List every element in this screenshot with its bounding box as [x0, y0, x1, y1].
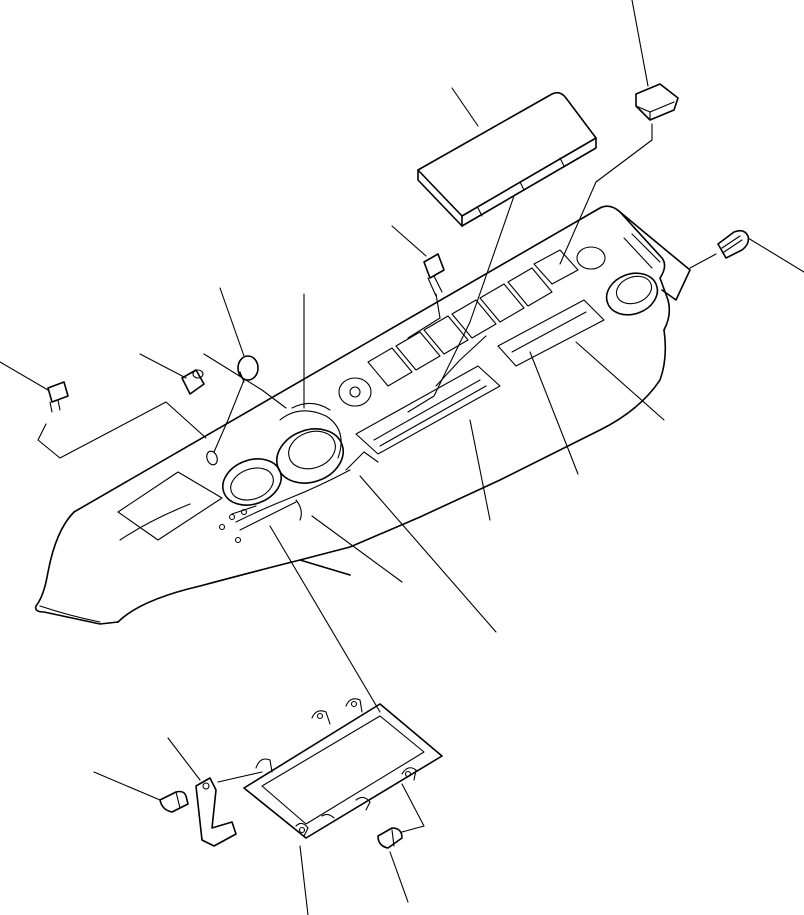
cover-panel: [417, 91, 597, 227]
bolt-bottom-mid: [377, 827, 403, 849]
bolt-top-center: [423, 253, 445, 297]
end-cap: [635, 83, 679, 121]
bolt-mid-left: [181, 369, 205, 395]
bolt-bottom-left: [159, 790, 189, 813]
knob-plug: [237, 355, 259, 383]
console-housing: [34, 205, 691, 625]
bolt-left: [47, 381, 69, 413]
bolt-right: [717, 229, 750, 259]
l-bracket: [195, 777, 237, 847]
mounting-plate: [243, 698, 443, 839]
